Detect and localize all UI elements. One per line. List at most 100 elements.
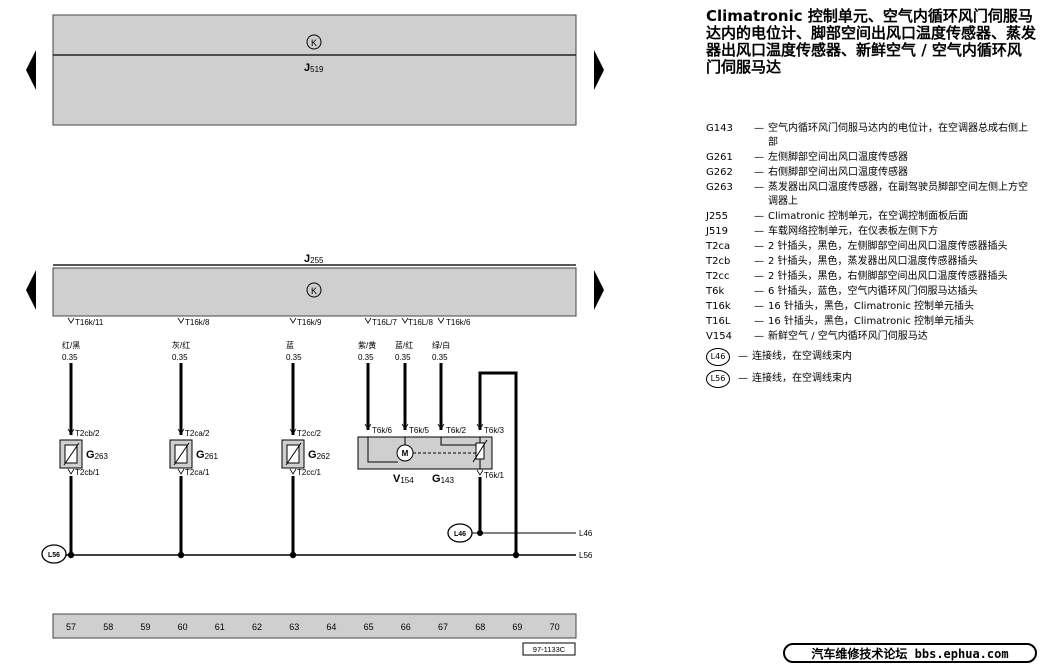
wire-6: T16k/6 绿/白 0.35 [432,317,471,430]
wire-4-pin: T16L/7 [372,318,397,327]
reference-code: 97-1133C [522,642,576,656]
legend-desc: 2 针插头，黑色，蒸发器出风口温度传感器插头 [768,256,978,267]
k-symbol-main-text: K [311,286,317,296]
motor-pin-1: T6k/6 [372,426,393,435]
sensor-g261-sub: 261 [205,452,219,461]
k-symbol-top-text: K [311,38,317,48]
legend-entry: G263 — 蒸发器出风口温度传感器，在副驾驶员脚部空间左侧上方空调器上 [706,181,1036,209]
legend-code: T16k [706,301,731,312]
sensor-g263-sub: 263 [95,452,109,461]
wire-2-pin: T16k/8 [185,318,210,327]
wire-5: T16L/8 蓝/红 0.35 [395,317,433,430]
svg-text:J255: J255 [304,253,324,265]
legend-entry: G261—左侧脚部空间出风口温度传感器 [706,151,1036,165]
legend-dash: — [754,241,764,252]
control-unit-j519: K J519 [52,14,577,126]
sensor-g262-pin-top: T2cc/2 [297,429,322,438]
sensor-g263-name: G [86,449,95,461]
sensor-g261: T2ca/2 G261 T2ca/1 [169,428,219,555]
wire-4-gauge: 0.35 [358,353,374,362]
legend-code: J255 [706,211,729,222]
legend-entry: T6k—6 针插头，蓝色，空气内循环风门伺服马达插头 [706,285,1036,299]
j519-sub: 519 [310,65,324,74]
legend-code: V154 [706,331,732,342]
sensor-g263-pin-bottom: T2cb/1 [75,468,100,477]
legend-connector-symbol: L46 [706,348,730,366]
legend-code: G263 [706,182,733,193]
connector-l56: L56 L56 [41,544,593,564]
legend-entry: T2cb—2 针插头，黑色，蒸发器出风口温度传感器插头 [706,255,1036,269]
page-left-arrow-bottom[interactable] [26,270,36,310]
wire-3: T16k/9 蓝 0.35 [286,317,322,435]
k-symbol-main [306,282,322,298]
legend-entry: V154—新鲜空气 / 空气内循环风门伺服马达 [706,330,1036,344]
sensor-g261-pin-bottom: T2ca/1 [185,468,210,477]
motor-v-name: V [393,473,401,485]
legend-dash: — [754,271,764,282]
track-number: 65 [364,622,374,632]
wire-1-pin: T16k/11 [75,318,104,327]
legend-desc: 连接线，在空调线束内 [752,351,852,362]
svg-text:G262: G262 [308,449,330,461]
page-right-arrow-bottom[interactable] [594,270,604,310]
track-number: 60 [178,622,188,632]
legend-dash: — [754,123,764,134]
sensor-g262-pin-bottom: T2cc/1 [297,468,322,477]
legend-desc: 蒸发器出风口温度传感器，在副驾驶员脚部空间左侧上方空调器上 [768,182,1028,207]
wire-5-pin: T16L/8 [408,318,433,327]
reference-code-text: 97-1133C [533,645,566,654]
track-number: 61 [215,622,225,632]
legend-entry: G143—空气内循环风门伺服马达内的电位计，在空调器总成右侧上部 [706,122,1036,150]
legend-desc: 16 针插头，黑色，Climatronic 控制单元插头 [768,316,975,327]
track-number: 67 [438,622,448,632]
k-symbol-top [306,34,322,50]
legend-code: T6k [706,286,725,297]
wire-2-color: 灰/红 [172,340,190,350]
legend-desc: 连接线，在空调线束内 [752,373,852,384]
legend-dash: — [738,351,748,362]
control-unit-j255: K [52,267,577,317]
track-number: 59 [140,622,150,632]
legend-code: G262 [706,167,733,178]
sensor-g263: T2cb/2 G263 T2cb/1 [59,428,109,555]
track-number: 64 [326,622,336,632]
track-number: 69 [512,622,522,632]
wire-4-color: 紫/黄 [358,340,376,350]
legend-dash: — [754,301,764,312]
legend-connector-symbol: L56 [706,370,730,388]
legend-desc: 左侧脚部空间出风口温度传感器 [768,152,908,163]
line-l46-label: L46 [579,529,593,538]
legend-code: T2ca [706,241,731,252]
legend-dash: — [754,226,764,237]
legend-dash: — [754,182,764,193]
watermark: 汽车维修技术论坛 bbs.ephua.com [783,643,1037,663]
legend-code: G261 [706,152,733,163]
svg-text:G143: G143 [432,473,454,485]
motor-pin-5: T6k/1 [484,471,505,480]
svg-text:V154: V154 [393,473,414,485]
legend-desc: 2 针插头，黑色，右侧脚部空间出风口温度传感器插头 [768,271,1008,282]
wire-1-color: 红/黑 [62,340,80,350]
sensor-g262-sub: 262 [317,452,331,461]
j255-label: J [304,253,310,265]
connector-l46-label: L46 [454,531,466,538]
legend-entry: J255—Climatronic 控制单元，在空调控制面板后面 [706,210,1036,224]
sensor-g261-pin-top: T2ca/2 [185,429,210,438]
page-right-arrow-top[interactable] [594,50,604,90]
connector-l46: L46 L46 [447,523,593,543]
sensor-g261-name: G [196,449,205,461]
wire-3-pin: T16k/9 [297,318,322,327]
legend-entry: T2cc — 2 针插头，黑色，右侧脚部空间出风口温度传感器插头 [706,270,1036,284]
wire-6-gauge: 0.35 [432,353,448,362]
legend-desc: 2 针插头，黑色，左侧脚部空间出风口温度传感器插头 [768,241,1008,252]
j255-sub: 255 [310,256,324,265]
legend-code: T2cc [706,271,730,282]
wire-3-gauge: 0.35 [286,353,302,362]
page-left-arrow-top[interactable] [26,50,36,90]
wire-3-color: 蓝 [286,340,294,350]
legend-entry: J519—车载网络控制单元，在仪表板左侧下方 [706,225,1036,239]
legend-entry: T2ca — 2 针插头，黑色，左侧脚部空间出风口温度传感器插头 [706,240,1036,254]
